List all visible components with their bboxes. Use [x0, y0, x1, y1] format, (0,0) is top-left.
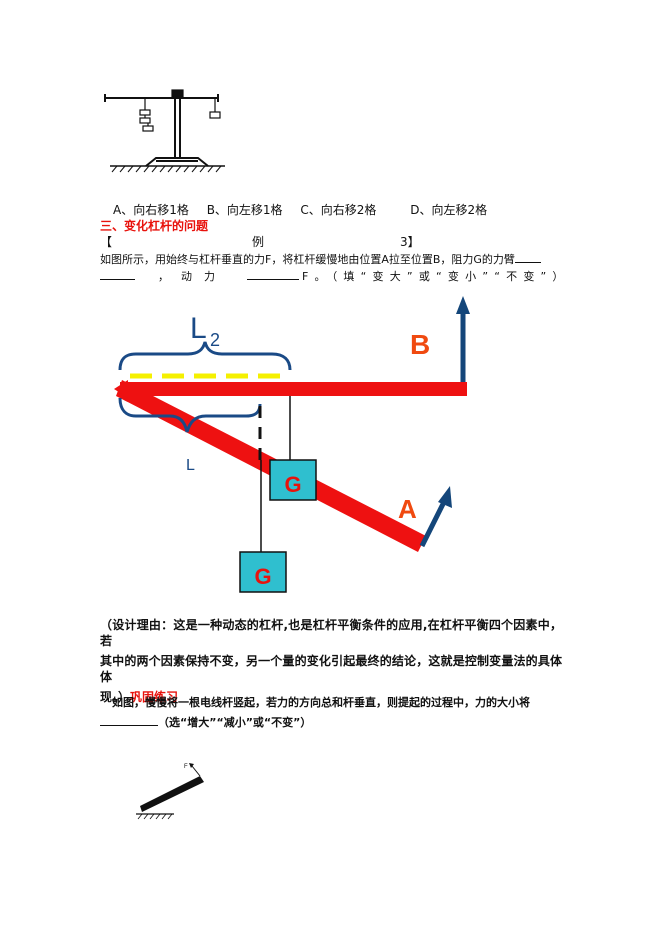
answer-blank-force[interactable]	[246, 279, 299, 280]
pole-shape	[140, 776, 204, 812]
pole-figure-svg: F	[136, 763, 204, 820]
option-b: B、向左移1格	[206, 203, 283, 217]
question-text-2a: ，动力	[158, 270, 227, 283]
practice-text-2: （选“增大”“减小”或“不变”）	[158, 716, 312, 729]
option-d: D、向左移2格	[410, 203, 488, 217]
example-word: 例	[252, 235, 265, 249]
answer-options: A、向右移1格 B、向左移1格 C、向右移2格 D、向左移2格	[113, 202, 501, 218]
option-c: C、向右移2格	[300, 203, 377, 217]
practice-line-2: （选“增大”“减小”或“不变”）	[100, 715, 311, 730]
balance-figure	[100, 84, 235, 178]
option-a: A、向右移1格	[113, 203, 189, 217]
weight-upper	[269, 459, 317, 501]
example-label: 【 例 3】	[100, 234, 562, 250]
label-l2: L	[190, 312, 207, 345]
lever-diagram-svg: G G L 2 L B A	[114, 296, 470, 593]
reason-line-3-text: 现。）	[100, 690, 131, 704]
question-line-1: 如图所示，用始终与杠杆垂直的力F，将杠杆缓慢地由位置A拉至位置B，阻力G的力臂	[100, 252, 541, 267]
pole-force-head	[189, 763, 194, 768]
question-line-2: ，动力 F。（填“变大”或“变小”“不变”）	[100, 269, 563, 284]
weight-upper-label: G	[284, 472, 301, 497]
answer-blank-arm[interactable]	[514, 262, 541, 263]
weight-lower	[239, 551, 287, 593]
question-text-1: 如图所示，用始终与杠杆垂直的力F，将杠杆缓慢地由位置A拉至位置B，阻力G的力臂	[100, 253, 515, 266]
balance-figure-svg	[104, 89, 225, 173]
pole-force-label: F	[184, 764, 188, 770]
label-position-b: B	[410, 329, 430, 360]
reason-line-3: 现。）巩固练习	[100, 689, 562, 705]
lever-position-b	[120, 382, 467, 396]
lever-pivot	[114, 380, 128, 398]
question-text-2b: F。（填“变大”或“变小”“不变”）	[302, 270, 570, 283]
weight-lower-label: G	[254, 564, 271, 589]
label-l2-subscript: 2	[210, 330, 220, 350]
force-arrow-a-shaft	[419, 500, 447, 548]
reason-line-1: （设计理由：这是一种动态的杠杆,也是杠杆平衡条件的应用,在杠杆平衡四个因素中，若	[100, 618, 562, 648]
section-heading: 三、变化杠杆的问题	[100, 219, 209, 233]
brace-l	[118, 397, 262, 433]
pole-figure: F	[136, 760, 216, 826]
lever-diagram: G G L 2 L B A	[100, 290, 490, 604]
force-arrow-a-head	[438, 486, 452, 508]
example-number: 3】	[400, 235, 420, 249]
brace-l2	[118, 341, 292, 371]
pole-force-line	[191, 765, 201, 777]
practice-answer-blank[interactable]	[100, 725, 158, 726]
example-open-bracket: 【	[100, 235, 113, 249]
force-arrow-b-head	[456, 296, 470, 314]
practice-line-1: 如图，慢慢将一根电线杆竖起，若力的方向总和杆垂直，则提起的过程中，力的大小将	[112, 696, 530, 709]
reason-line-2: 其中的两个因素保持不变，另一个量的变化引起最终的结论，这就是控制变量法的具体体	[100, 654, 562, 684]
label-position-a: A	[398, 494, 417, 524]
label-l: L	[186, 457, 195, 474]
design-reason: （设计理由：这是一种动态的杠杆,也是杠杆平衡条件的应用,在杠杆平衡四个因素中，若…	[100, 617, 562, 705]
answer-blank-arm-cont[interactable]	[100, 279, 135, 280]
practice-heading: 巩固练习	[130, 690, 179, 704]
